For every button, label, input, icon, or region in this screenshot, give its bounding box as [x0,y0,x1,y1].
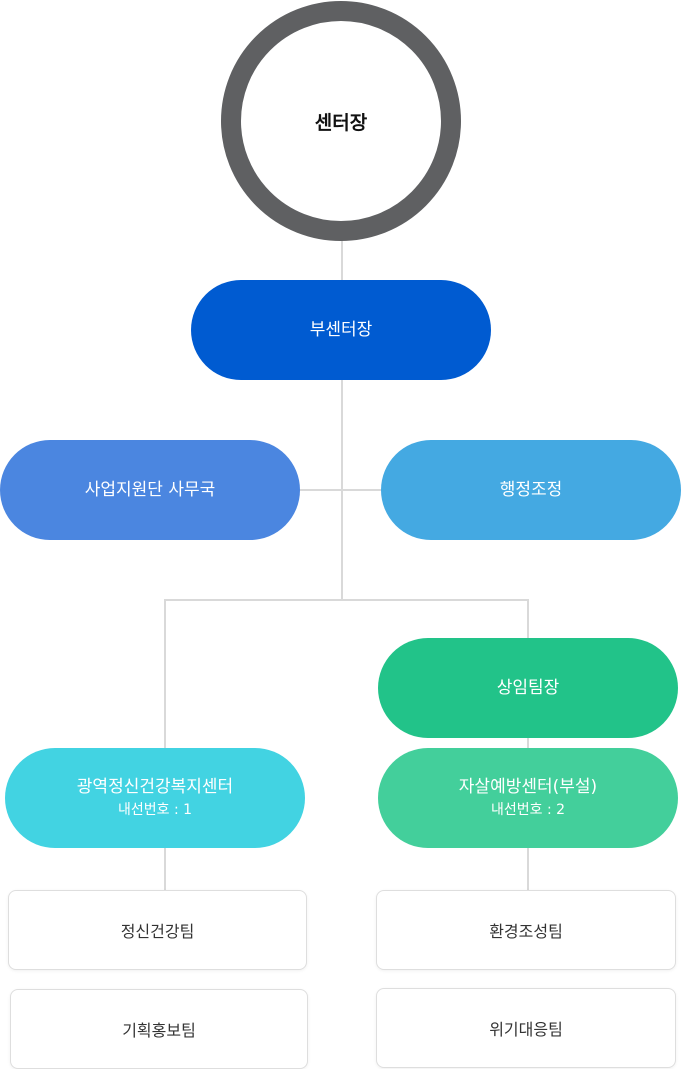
support-office-label: 사업지원단 사무국 [84,480,216,500]
admin-node: 행정조정 [381,440,681,540]
team-box: 기획홍보팀 [10,989,308,1069]
suicide-center-node: 자살예방센터(부설) 내선번호 : 2 [378,748,678,848]
suicide-center-extension: 내선번호 : 2 [490,802,566,818]
team-box: 환경조성팀 [376,890,676,970]
connector-left-down [164,599,166,751]
deputy-label: 부센터장 [309,320,373,340]
team-label: 위기대응팀 [489,1020,563,1039]
director-label: 센터장 [314,111,368,134]
regional-center-node: 광역정신건강복지센터 내선번호 : 1 [5,748,305,848]
deputy-node: 부센터장 [191,280,491,380]
connector-suicide-teams [527,845,529,891]
standing-lead-label: 상임팀장 [496,678,560,698]
director-node: 센터장 [221,1,461,241]
connector-right-down [527,599,529,641]
connector-regional-teams [164,845,166,891]
connector-horizontal-split [164,599,529,601]
team-label: 기획홍보팀 [122,1021,196,1040]
regional-center-extension: 내선번호 : 1 [117,802,193,818]
connector-director-deputy [341,240,343,282]
suicide-center-name: 자살예방센터(부설) [458,777,598,797]
admin-label: 행정조정 [499,480,563,500]
team-label: 환경조성팀 [489,922,563,941]
team-label: 정신건강팀 [120,922,195,941]
regional-center-name: 광역정신건강복지센터 [76,777,234,797]
standing-lead-node: 상임팀장 [378,638,678,738]
connector-side-branch [298,489,384,491]
connector-lead-suicide [527,735,529,751]
support-office-node: 사업지원단 사무국 [0,440,300,540]
team-box: 위기대응팀 [376,988,676,1068]
team-box: 정신건강팀 [8,890,307,970]
